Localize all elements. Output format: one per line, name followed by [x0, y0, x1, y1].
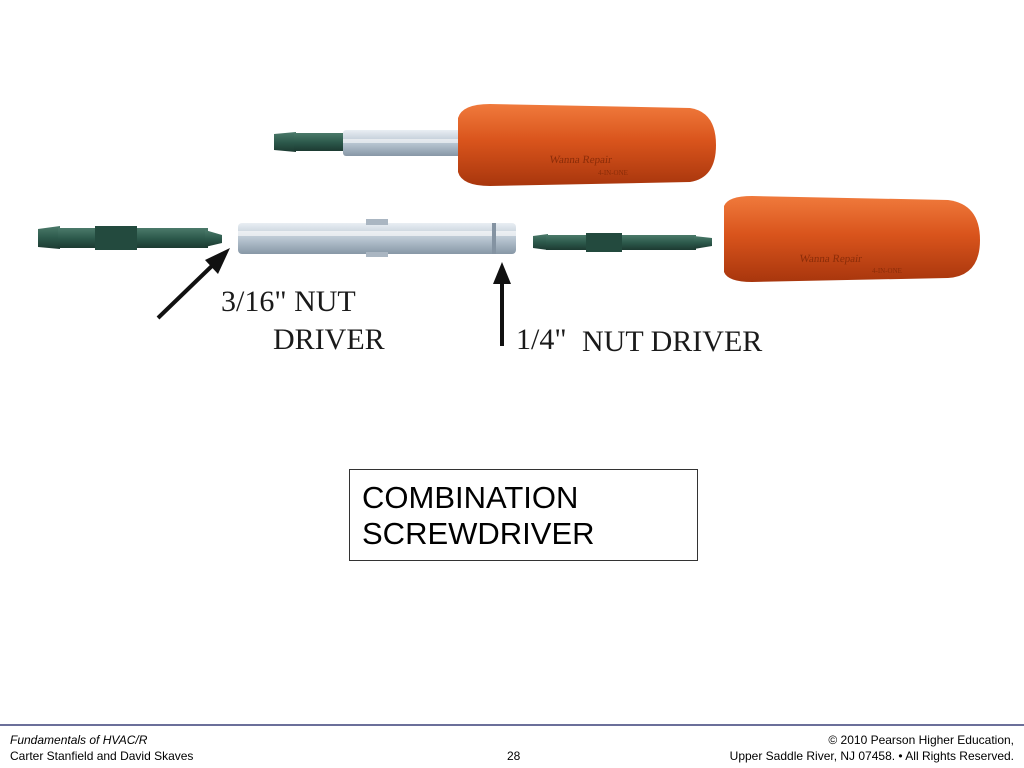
assembled-bit-tip	[274, 132, 296, 152]
label-quarter-text: NUT DRIVER	[582, 325, 763, 358]
assembled-handle	[458, 104, 716, 186]
nut-driver-shaft	[238, 219, 516, 257]
loose-bit-left	[38, 226, 222, 250]
footer-copyright-line1: © 2010 Pearson Higher Education,	[828, 733, 1014, 747]
arrow-three-sixteenths-icon	[156, 248, 230, 320]
tool-photo: Wanna Repair 4-IN-ONE Wann	[38, 104, 980, 346]
label-three-sixteenths-line1: 3/16" NUT	[221, 285, 356, 318]
footer-page-number: 28	[507, 749, 521, 763]
svg-text:4-IN-ONE: 4-IN-ONE	[872, 267, 902, 275]
assembled-bit	[294, 133, 346, 151]
footer-divider	[0, 724, 1024, 726]
label-quarter-size: 1/4"	[516, 323, 567, 356]
footer-copyright-line2: Upper Saddle River, NJ 07458. • All Righ…	[729, 749, 1014, 763]
svg-text:4-IN-ONE: 4-IN-ONE	[598, 169, 628, 177]
footer-book-title: Fundamentals of HVAC/R	[10, 733, 148, 747]
loose-bit-right	[533, 233, 712, 252]
callout-box: COMBINATION SCREWDRIVER	[349, 469, 698, 561]
assembled-screwdriver: Wanna Repair 4-IN-ONE	[274, 104, 716, 186]
callout-line2: SCREWDRIVER	[362, 516, 595, 551]
footer-authors: Carter Stanfield and David Skaves	[10, 749, 194, 763]
svg-text:Wanna Repair: Wanna Repair	[549, 154, 613, 166]
callout-line1: COMBINATION	[362, 480, 579, 515]
loose-handle-right: Wanna Repair 4-IN-ONE	[724, 196, 980, 282]
label-three-sixteenths-line2: DRIVER	[273, 323, 385, 356]
arrow-quarter-icon	[493, 262, 511, 346]
svg-text:Wanna Repair: Wanna Repair	[799, 253, 863, 265]
